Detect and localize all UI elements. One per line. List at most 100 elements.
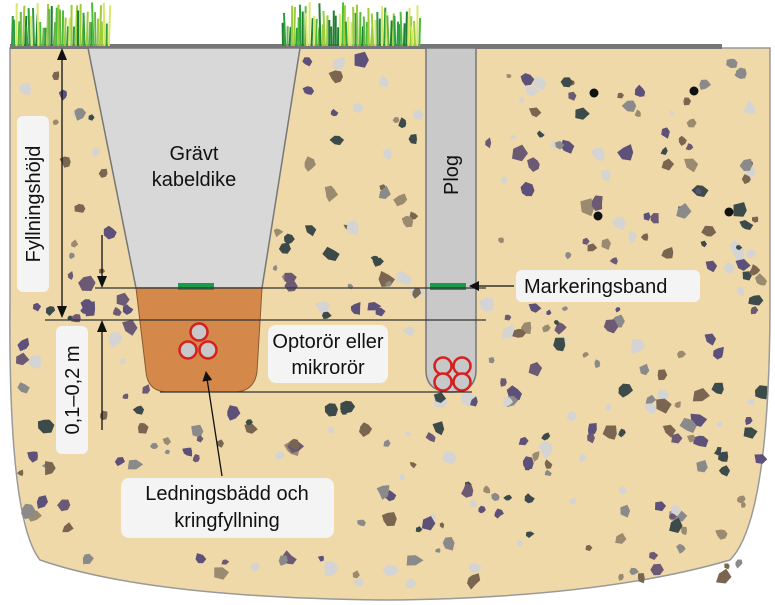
stone-icon <box>16 352 30 366</box>
stone-icon <box>743 427 758 439</box>
stone-icon <box>142 384 151 394</box>
stone-icon <box>723 262 736 273</box>
grass-blade <box>418 17 422 47</box>
stone-icon <box>433 392 447 403</box>
stone-icon <box>401 215 414 228</box>
stone-icon <box>522 456 534 470</box>
stone-icon <box>580 198 595 217</box>
stone-icon <box>383 147 392 161</box>
soil-stones <box>16 51 768 590</box>
pipe-icon <box>433 372 453 392</box>
stone-icon <box>408 134 417 145</box>
grass-blade <box>66 26 70 47</box>
stone-icon <box>28 355 42 369</box>
stone-icon <box>714 446 722 456</box>
stone-icon <box>662 424 676 438</box>
stone-icon <box>36 495 48 509</box>
bedding-label-line1: Ledningsbädd och <box>145 483 308 505</box>
stone-icon <box>404 577 417 589</box>
stone-icon <box>122 319 138 336</box>
stone-icon <box>357 519 366 527</box>
stone-icon <box>520 181 535 197</box>
stone-icon <box>518 97 525 103</box>
stone-icon <box>409 462 417 469</box>
grass-blade <box>347 16 350 47</box>
stone-icon <box>116 292 130 307</box>
stone-icon <box>618 486 628 495</box>
stone-icon <box>553 320 559 326</box>
stone-icon <box>71 239 79 248</box>
grass-blade <box>68 18 71 47</box>
stone-icon <box>503 397 513 407</box>
stone-icon <box>746 398 755 406</box>
stone-icon <box>74 203 86 213</box>
stone-icon <box>103 225 117 240</box>
stone-icon <box>739 158 753 171</box>
stone-icon <box>524 493 535 504</box>
stone-icon <box>432 421 445 436</box>
stone-icon <box>754 454 768 464</box>
depth-label: 0,1–0,2 m <box>62 346 84 435</box>
stone-icon <box>735 245 743 250</box>
stone-icon <box>132 405 145 415</box>
stone-icon <box>752 216 759 223</box>
stone-icon <box>587 243 598 252</box>
fill-height-label-box <box>17 116 49 292</box>
stone-icon <box>724 563 730 570</box>
stone-icon <box>542 324 551 333</box>
grass-blade <box>361 26 364 47</box>
stone-icon <box>553 337 566 352</box>
pipe-icon <box>433 356 453 376</box>
stone-icon <box>726 58 738 68</box>
pipe-bundle-trench <box>178 322 218 360</box>
grass-blade <box>298 4 302 47</box>
grass-blade <box>410 26 414 47</box>
stone-icon <box>755 385 768 400</box>
stone-icon <box>634 109 641 117</box>
plow-label: Plog <box>441 155 463 195</box>
stone-icon <box>532 77 547 91</box>
grass-blade <box>63 17 67 47</box>
stone-icon <box>278 242 291 254</box>
stone-icon <box>661 158 675 171</box>
stone-icon <box>412 288 422 299</box>
stone-icon <box>510 134 517 140</box>
ground-line <box>10 44 722 49</box>
stone-icon <box>250 562 260 572</box>
stone-icon <box>182 447 193 457</box>
stone-icon <box>314 301 331 313</box>
stone-icon <box>504 314 512 321</box>
pipe-icon <box>452 372 472 392</box>
plow-slot <box>425 47 477 393</box>
grass-blade <box>11 15 14 47</box>
stone-icon <box>685 143 694 151</box>
stone-icon <box>498 237 504 244</box>
stone-icon <box>689 86 699 96</box>
stone-icon <box>359 422 373 437</box>
stone-icon <box>214 567 229 580</box>
stone-icon <box>382 564 400 577</box>
stone-icon <box>699 79 712 90</box>
stone-icon <box>216 439 224 448</box>
stone-icon <box>590 147 605 162</box>
stone-icon <box>582 352 589 358</box>
stone-icon <box>650 563 664 576</box>
grass-blade <box>413 20 416 47</box>
stone-icon <box>676 203 692 219</box>
bedding-label-line2: kringfyllning <box>174 510 280 532</box>
stone-icon <box>713 346 724 360</box>
stone-icon <box>628 230 637 244</box>
stone-icon <box>62 522 74 533</box>
stone-icon <box>324 560 339 577</box>
stone-icon <box>687 434 696 443</box>
stone-icon <box>352 578 364 587</box>
stone-icon <box>67 271 74 280</box>
stone-icon <box>370 255 379 263</box>
pipe-bundle-plow <box>433 356 472 392</box>
stone-icon <box>500 378 507 387</box>
trench-label-line2: kabeldike <box>152 169 237 191</box>
stone-icon <box>618 428 626 438</box>
stone-icon <box>661 127 670 139</box>
stone-icon <box>127 459 144 470</box>
stone-icon <box>617 144 634 161</box>
